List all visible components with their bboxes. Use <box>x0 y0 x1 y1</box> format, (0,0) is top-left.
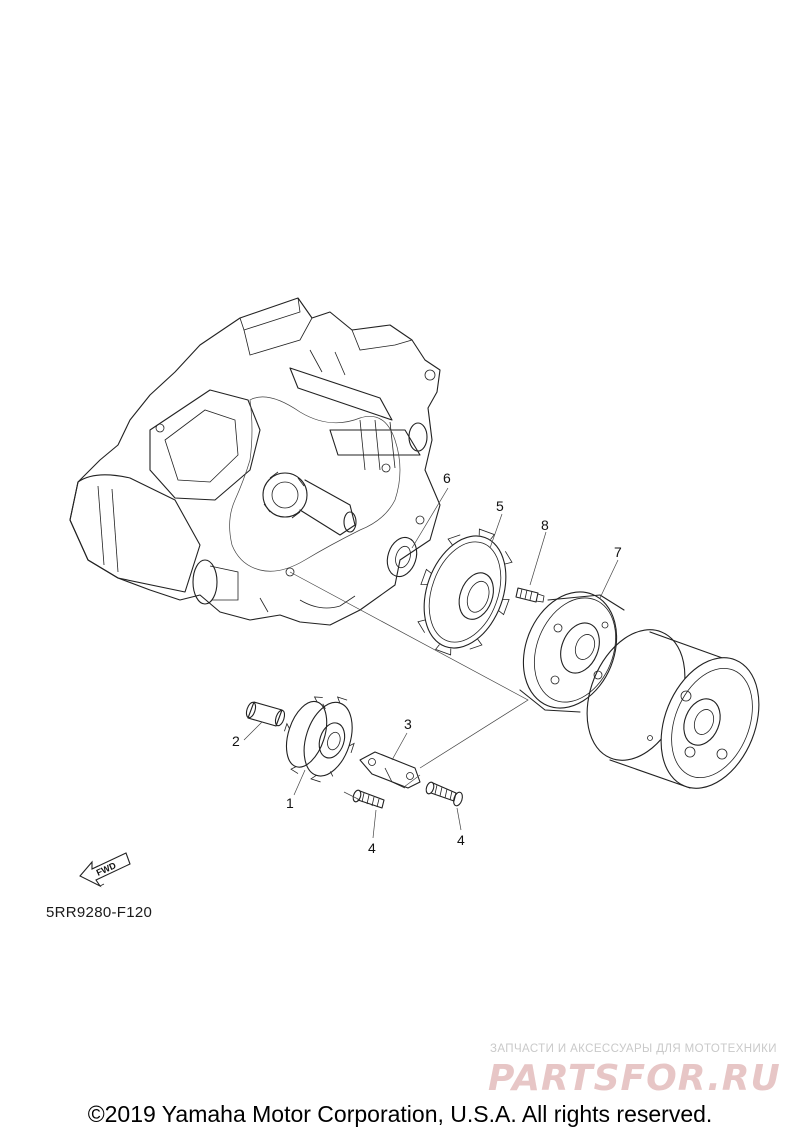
callout-5: 5 <box>496 498 504 514</box>
copyright-notice: ©2019 Yamaha Motor Corporation, U.S.A. A… <box>87 1101 713 1127</box>
flywheel-rotor <box>586 629 760 789</box>
fwd-arrow-icon: FWD <box>79 852 131 888</box>
screw-4a <box>352 789 385 809</box>
starter-clutch <box>519 591 625 713</box>
retainer-plate <box>359 751 421 789</box>
bolt-8 <box>515 587 545 603</box>
callout-3: 3 <box>404 716 412 732</box>
oil-seal <box>386 536 418 578</box>
callout-4a: 4 <box>368 840 376 856</box>
callout-4b: 4 <box>457 832 465 848</box>
screw-4b <box>425 781 463 807</box>
callouts: 1 2 3 4 4 5 6 7 8 <box>232 470 622 856</box>
callout-1: 1 <box>286 795 294 811</box>
engine-crankcase <box>69 297 441 626</box>
watermark-logo: PARTSFOR.RU <box>488 1058 781 1099</box>
drive-gear <box>417 528 513 656</box>
idler-gear <box>284 696 355 783</box>
diagram-code: 5RR9280-F120 <box>46 904 153 921</box>
watermark-tagline: ЗАПЧАСТИ И АКСЕССУАРЫ ДЛЯ МОТОТЕХНИКИ <box>490 1043 777 1055</box>
callout-7: 7 <box>614 544 622 560</box>
leader-lines <box>243 487 619 839</box>
assembly-lines <box>289 571 529 801</box>
callout-2: 2 <box>232 733 240 749</box>
callout-6: 6 <box>443 470 451 486</box>
callout-8: 8 <box>541 517 549 533</box>
idler-shaft <box>245 701 286 727</box>
